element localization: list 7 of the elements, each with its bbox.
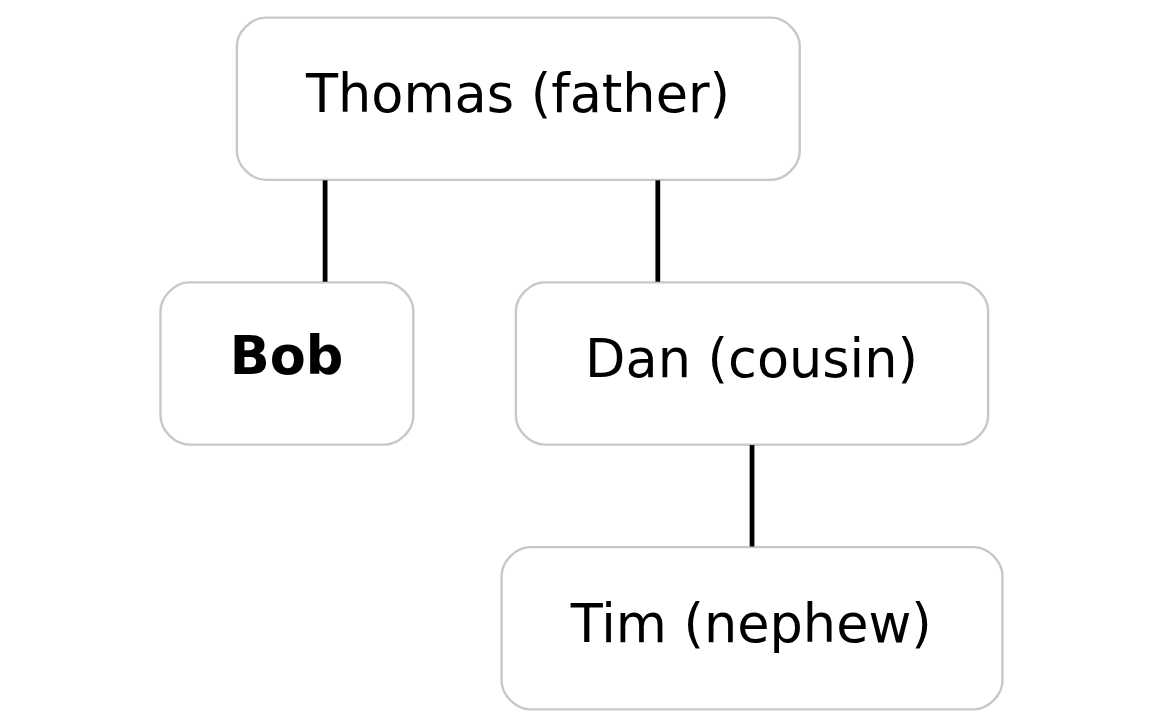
node-box: Tim (nephew)	[500, 545, 1004, 711]
connector	[322, 180, 328, 282]
node-box: Dan (cousin)	[514, 281, 990, 446]
node-box: Thomas (father)	[235, 16, 801, 182]
connector	[749, 445, 755, 547]
connector	[655, 180, 661, 282]
node-box: Bob	[159, 281, 415, 446]
